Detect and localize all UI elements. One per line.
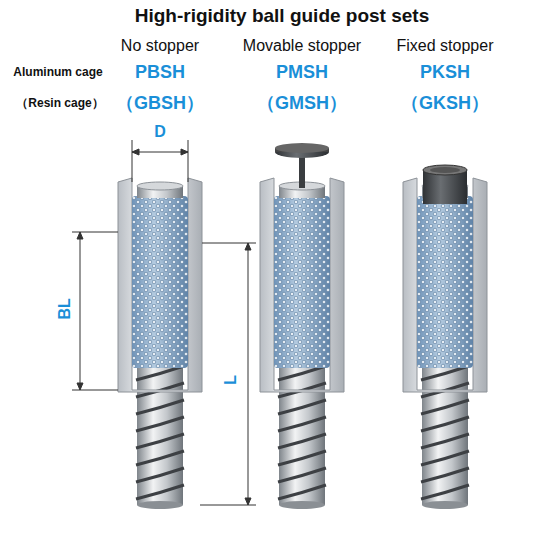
row-label: （Resin cage） bbox=[16, 97, 103, 110]
part-code: （GKSH） bbox=[401, 94, 489, 114]
part-code: PBSH bbox=[135, 63, 185, 83]
part-code: PMSH bbox=[276, 63, 328, 83]
part-code: （GMSH） bbox=[257, 94, 347, 114]
dimension-label: L bbox=[222, 375, 240, 385]
column-header: Movable stopper bbox=[243, 37, 361, 55]
title: High-rigidity ball guide post sets bbox=[135, 6, 430, 27]
part-code: PKSH bbox=[420, 63, 470, 83]
dimension-label: BL bbox=[56, 298, 74, 319]
column-header: Fixed stopper bbox=[397, 37, 494, 55]
column-header: No stopper bbox=[121, 37, 199, 55]
row-label: Aluminum cage bbox=[13, 66, 102, 79]
dimension-label: D bbox=[154, 123, 166, 141]
part-code: （GBSH） bbox=[116, 94, 204, 114]
